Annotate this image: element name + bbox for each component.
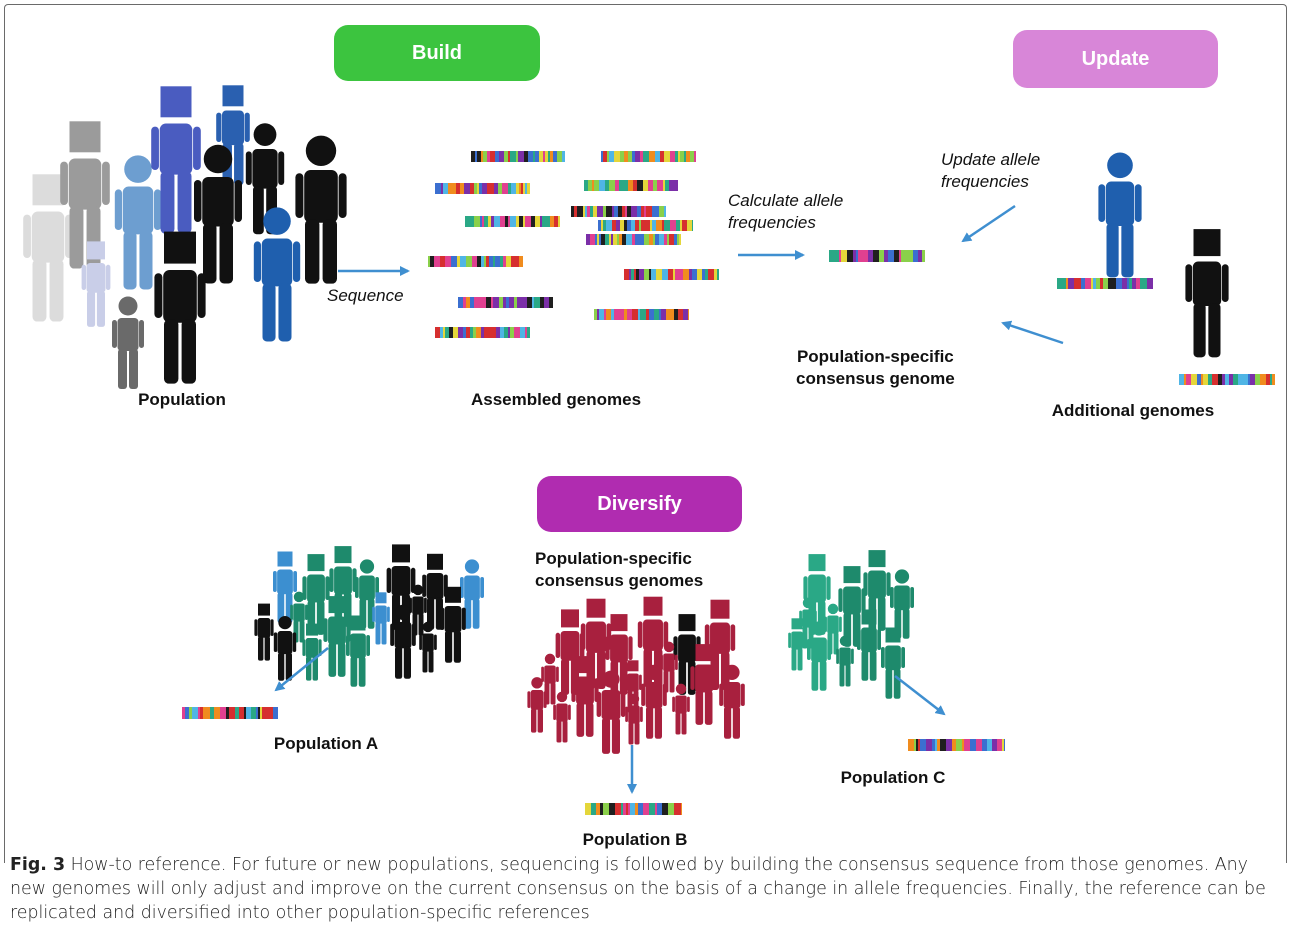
update-stage-badge: Update [1013, 30, 1218, 88]
build-stage-badge: Build [334, 25, 540, 81]
person-icon [81, 241, 111, 327]
assembled-genomes-label: Assembled genomes [470, 390, 642, 409]
assembled-genome-strip [586, 234, 681, 245]
assembled-genome-strip [458, 297, 553, 308]
assembled-genome-strip [471, 151, 565, 162]
additional-genome-strip [1057, 278, 1153, 289]
assembled-genome-strip [428, 256, 523, 267]
assembled-genome-strip [435, 183, 530, 194]
population-a-label: Population A [273, 734, 379, 753]
pop-c-arrow [894, 675, 946, 716]
assembled-genome-strip [465, 216, 560, 227]
assembled-genome-strip [594, 309, 689, 320]
person-icon [1185, 229, 1229, 358]
person-icon [154, 231, 206, 384]
population-a-genome-strip [182, 707, 278, 719]
assembled-genome-strip [435, 327, 530, 338]
person-icon [273, 615, 297, 681]
sequence-label: Sequence [327, 286, 404, 305]
assembled-genome-strip [624, 269, 719, 280]
person-icon [881, 627, 905, 699]
population-c-label: Population C [840, 768, 946, 787]
assembled-genome-strip [598, 220, 693, 231]
arrow-layer [274, 204, 1064, 794]
additional-genomes-label: Additional genomes [1051, 401, 1215, 420]
person-icon [1098, 152, 1142, 278]
pop-a-arrow [274, 647, 329, 692]
person-icon [672, 683, 690, 735]
figure-frame [4, 4, 1287, 863]
consensus-genomes-label: Population-specific consensus genomes [535, 549, 704, 590]
calculate-allele-label: Calculate allele frequencies [728, 191, 844, 232]
person-icon [857, 609, 881, 681]
person-icon [440, 586, 466, 663]
person-icon [527, 677, 547, 733]
genome-layer [182, 151, 1275, 815]
population-b-label: Population B [582, 830, 688, 849]
population-b-genome-strip [585, 803, 682, 815]
update-allele-label: Update allele frequencies [941, 150, 1041, 191]
person-icon [114, 155, 162, 290]
person-icon [372, 592, 390, 645]
figure-caption: Fig. 3 How-to reference. For future or n… [10, 853, 1285, 925]
person-icon [836, 635, 854, 687]
person-icon [329, 546, 357, 627]
person-icon [254, 603, 274, 661]
assembled-genome-strip [601, 151, 696, 162]
diversify-stage-badge: Diversify [537, 476, 742, 532]
additional-arrow [1001, 320, 1064, 345]
population-label: Population [138, 390, 226, 409]
population-c-genome-strip [908, 739, 1005, 751]
consensus-genome-label: Population-specific consensus genome [796, 347, 955, 388]
person-icon [295, 135, 347, 284]
figure-number: Fig. 3 [10, 855, 66, 875]
update-arrow [961, 204, 1016, 243]
person-icon [553, 691, 571, 743]
assembled-genome-strip [571, 206, 666, 217]
person-icon [112, 296, 144, 389]
assembled-genome-strip [584, 180, 678, 191]
consensus-genome-strip [829, 250, 925, 262]
additional-genome-strip [1179, 374, 1275, 385]
caption-text: How-to reference. For future or new popu… [10, 855, 1266, 923]
